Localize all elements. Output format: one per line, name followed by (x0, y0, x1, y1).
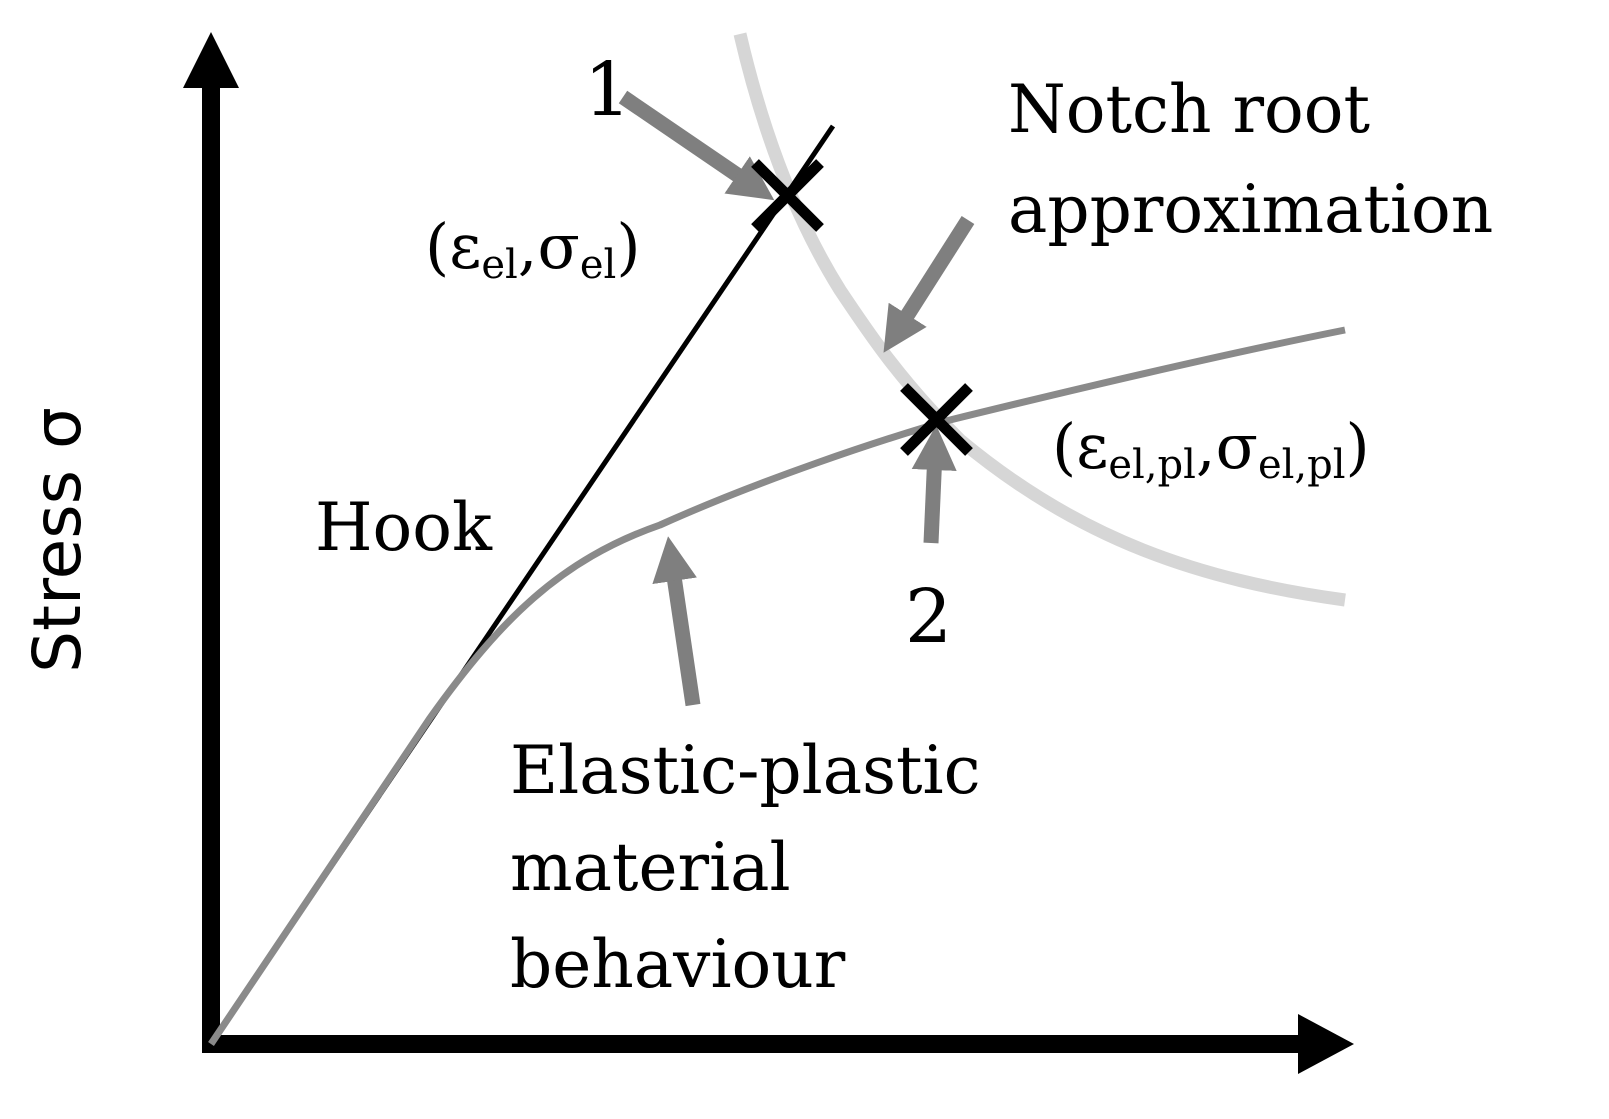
arrow-point-2 (911, 425, 957, 544)
y-axis-label: Stress σ (19, 407, 96, 673)
hook-label: Hook (315, 489, 493, 566)
elastic-plastic-curve (208, 326, 1346, 1046)
x-axis-arrowhead (1298, 1014, 1354, 1074)
notch-root-label: Notch root approximation (1008, 71, 1493, 248)
point-1-number: 1 (584, 47, 631, 133)
cross-marker-2 (900, 383, 973, 456)
point-2-number: 2 (905, 574, 952, 660)
point-2-coordinate: (εel,pl,σel,pl) (1052, 410, 1370, 488)
y-axis-arrowhead (183, 32, 239, 88)
arrow-material-label (652, 536, 701, 707)
axes (183, 32, 1354, 1074)
pointer-arrows (618, 90, 975, 707)
material-behaviour-label: Elastic-plastic material behaviour (510, 732, 1002, 1003)
point-1-coordinate: (εel,σel) (425, 210, 641, 288)
arrow-point-1 (618, 90, 775, 201)
notch-root-curve (733, 32, 1346, 607)
cross-marker-1 (751, 159, 824, 232)
arrow-notch-label (883, 215, 975, 353)
